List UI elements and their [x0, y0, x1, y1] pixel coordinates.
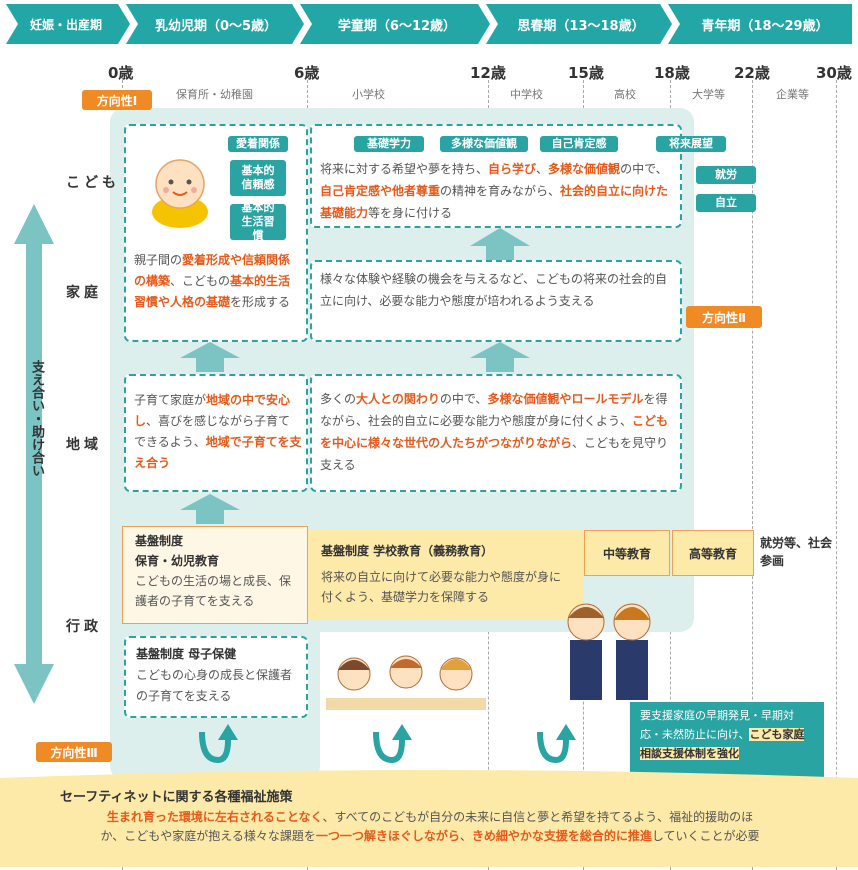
gyosei-school-box: 基盤制度 学校教育（義務教育） 将来の自立に向けて必要な能力や態度が身に付くよう… [308, 530, 584, 620]
students-illustration [326, 655, 486, 710]
age-line [752, 80, 753, 870]
chip-gakuryoku: 基礎学力 [354, 136, 424, 152]
safety-net-text: 生まれ育った環境に左右されることなく、すべてのこどもが自分の未来に自信と夢と希望… [100, 810, 760, 843]
gyosei-chuto: 中等教育 [584, 530, 670, 576]
chiiki-right-text: 多くの大人との関わりの中で、多様な価値観やロールモデルを得ながら、社会的自立に必… [320, 392, 669, 472]
support-system-box: 要支援家庭の早期発見・早期対応・未然防止に向け、こども家庭相談支援体制を強化 [628, 700, 826, 782]
stage-school-age: 学童期（6〜12歳） [337, 18, 457, 34]
age-15: 15歳 [568, 64, 604, 82]
school-nursery: 保育所・幼稚園 [176, 88, 253, 101]
direction-3-tag: 方向性Ⅲ [36, 742, 112, 762]
support-double-arrow [14, 204, 54, 704]
row-label-kodomo: こども [66, 175, 120, 191]
stage-adolescence: 思春期（13〜18歳） [517, 18, 645, 34]
stage-chevrons [6, 4, 852, 44]
age-12: 12歳 [470, 64, 506, 82]
age-30: 30歳 [816, 64, 852, 82]
chip-jiritsu: 自立 [696, 194, 756, 212]
school-company: 企業等 [776, 88, 809, 101]
chip-jiko: 自己肯定感 [540, 136, 618, 152]
chip-shinro: 将来展望 [656, 136, 726, 152]
age-18: 18歳 [654, 64, 690, 82]
cycle-arrow-icon [199, 724, 238, 764]
chip-kihon-shinrai: 基本的信頼感 [230, 160, 286, 196]
baby-illustration [152, 159, 208, 228]
school-elementary: 小学校 [352, 88, 385, 101]
cycle-arrow-icon [537, 724, 576, 764]
row-label-gyosei: 行政 [66, 619, 102, 635]
safety-net-title: セーフティネットに関する各種福祉施策 [60, 790, 293, 805]
stage-infant: 乳幼児期（0〜5歳） [154, 18, 278, 34]
age-0: 0歳 [108, 64, 134, 82]
katei-right-box [310, 260, 682, 342]
up-arrow [180, 494, 240, 524]
chip-shuro: 就労 [696, 166, 756, 184]
school-high: 高校 [614, 88, 636, 101]
school-university: 大学等 [692, 88, 725, 101]
direction-1-tag: 方向性Ⅰ [82, 90, 152, 110]
school-junior-high: 中学校 [510, 88, 543, 101]
row-label-chiiki: 地域 [66, 437, 102, 453]
up-arrow [180, 342, 240, 372]
chip-kachikan: 多様な価値観 [440, 136, 528, 152]
chiiki-right-box [310, 374, 682, 492]
katei-left-text: 親子間の愛着形成や信頼関係の構築、こどもの基本的生活習慣や人格の基礎を形成する [134, 253, 291, 309]
direction-2-tag: 方向性Ⅱ [686, 306, 762, 328]
teens-illustration [567, 603, 651, 700]
row-label-katei: 家庭 [66, 285, 102, 301]
gyosei-koto: 高等教育 [672, 530, 754, 576]
safety-net-band [0, 770, 858, 867]
kodomo-school-text: 将来に対する希望や夢を持ち、自ら学び、多様な価値観の中で、自己肯定感や他者尊重の… [320, 162, 669, 220]
gyosei-hoiku-box: 基盤制度 保育・幼児教育 こどもの生活の場と成長、保護者の子育てを支える [122, 526, 308, 624]
stage-pregnancy: 妊娠・出産期 [29, 17, 102, 32]
boshi-box: 基盤制度 母子保健 こどもの心身の成長と保護者の子育てを支える [124, 636, 308, 718]
age-line [836, 80, 837, 870]
side-label: 支え合い・助け合い [29, 360, 44, 477]
up-arrow [470, 342, 530, 372]
gyosei-shuro: 就労等、社会参画 [760, 536, 833, 568]
cycle-arrow-icon [373, 724, 412, 764]
chip-kihon-seikatsu: 基本的生活習慣 [230, 201, 286, 242]
up-arrow [470, 228, 530, 260]
chip-aichaku: 愛着関係 [228, 136, 288, 152]
chiiki-left-box [124, 374, 308, 492]
stage-youth: 青年期（18〜29歳） [701, 18, 829, 34]
age-6: 6歳 [294, 64, 320, 82]
katei-right-text: 様々な体験や経験の機会を与えるなど、こどもの将来の社会的自立に向け、必要な能力や… [320, 272, 668, 308]
age-22: 22歳 [734, 64, 770, 82]
chiiki-left-text: 子育て家庭が地域の中で安心し、喜びを感じながら子育てできるよう、地域で子育てを支… [134, 393, 302, 470]
